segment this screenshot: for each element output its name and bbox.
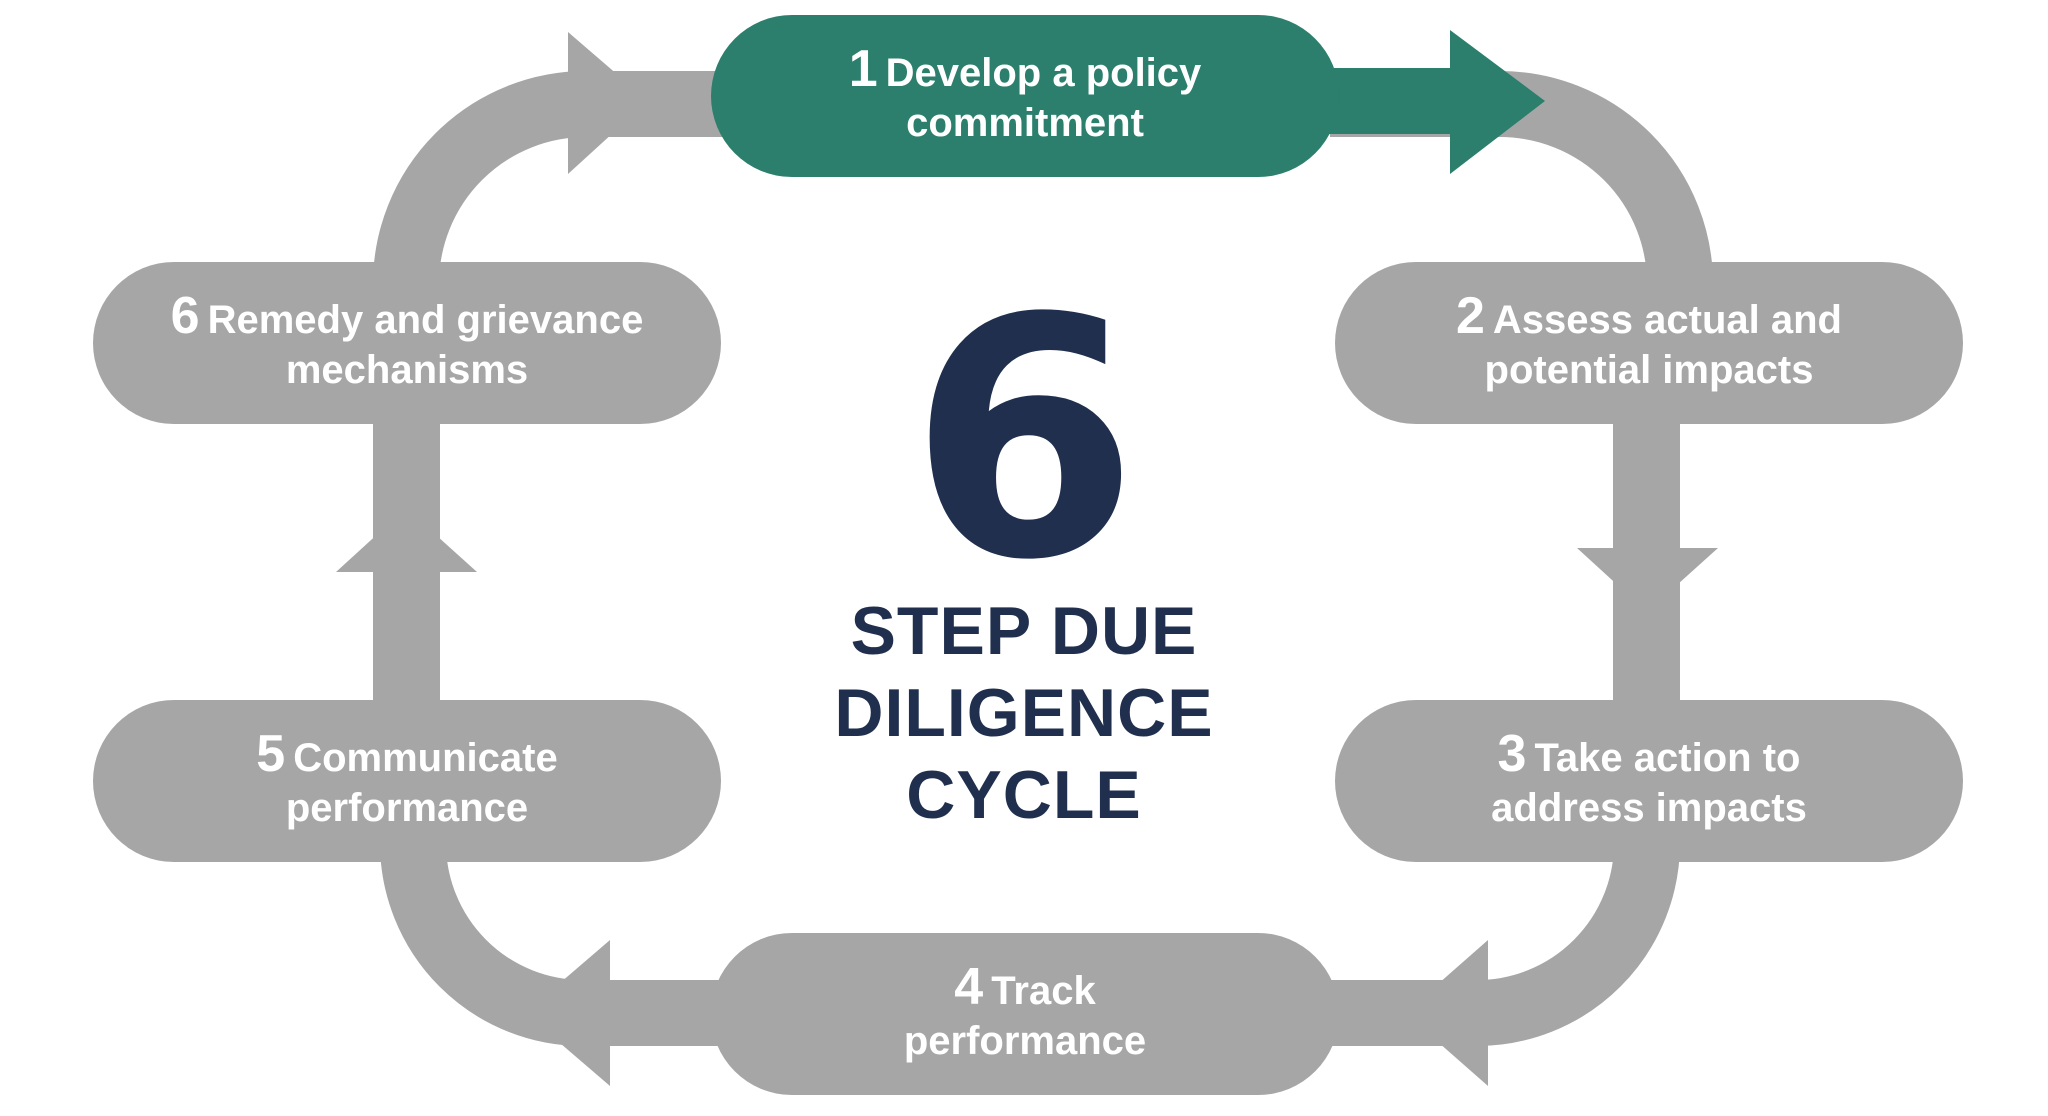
step-4-number: 4 (954, 958, 984, 1016)
step-6-title: Remedy and grievance (207, 298, 644, 342)
arrow-head-step1 (1450, 30, 1545, 174)
step-6-number: 6 (170, 287, 200, 345)
arrow-head-right-top-left (568, 32, 648, 174)
connector-6-to-1 (373, 71, 760, 285)
step-6-subtitle: mechanisms (285, 348, 529, 392)
step-2-number: 2 (1456, 287, 1485, 345)
center-title-line2: DILIGENCE (834, 675, 1214, 751)
arrow-head-left-bottom-right (1405, 940, 1488, 1086)
step-5-number: 5 (256, 725, 286, 783)
step-1-subtitle: commitment (906, 101, 1144, 145)
arrow-head-left-bottom-left (525, 940, 610, 1086)
center-title-line3: CYCLE (906, 757, 1142, 833)
center-title-line1: STEP DUE (850, 593, 1198, 669)
step-2-subtitle: potential impacts (1484, 348, 1814, 392)
step-3-number: 3 (1497, 725, 1527, 783)
step-2-title: Assess actual and (1492, 298, 1842, 342)
step-4-subtitle: performance (903, 1019, 1147, 1063)
step-1-number: 1 (848, 40, 878, 98)
step-3-title: Take action to (1534, 736, 1801, 780)
connector-3-to-4 (1300, 840, 1680, 1046)
step-5-title: Communicate (293, 736, 558, 780)
step-3-subtitle: address impacts (1491, 786, 1807, 830)
arrow-head-down (1577, 548, 1718, 612)
arrow-head-up (336, 508, 477, 572)
center-number: 6 (909, 248, 1139, 632)
step-1-title: Develop a policy (885, 51, 1202, 95)
step-4-title: Track (991, 969, 1096, 1013)
center-title: 6 STEP DUE DILIGENCE CYCLE (724, 248, 1324, 836)
step-5-subtitle: performance (285, 786, 529, 830)
